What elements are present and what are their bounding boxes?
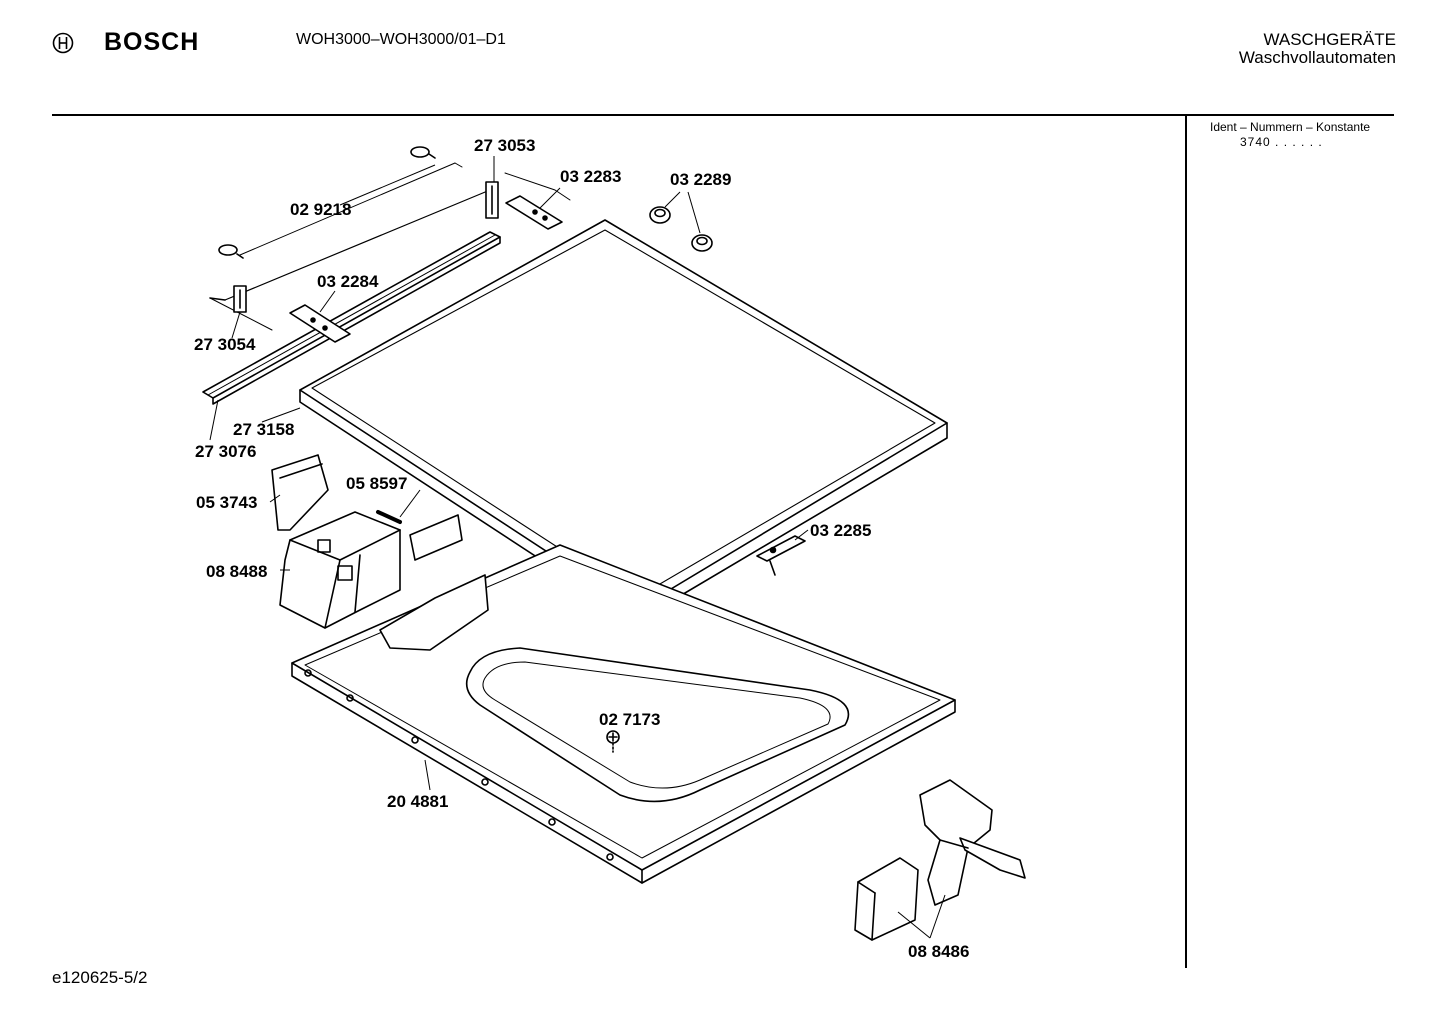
hinge-bracket-right <box>485 181 499 219</box>
hinge-plate-032283 <box>505 195 563 230</box>
drawer-cover-053743 <box>271 454 329 531</box>
part-label-273158: 27 3158 <box>233 420 294 439</box>
ident-value: 3740 . . . . . . <box>1240 135 1323 149</box>
bosch-logo-icon <box>52 32 74 54</box>
bumper-lower <box>691 234 713 252</box>
part-label-053743: 05 3743 <box>196 493 257 512</box>
hinge-rail <box>202 231 501 405</box>
bracket-032285 <box>756 535 806 576</box>
hinge-bracket-left <box>233 285 247 313</box>
part-label-204881: 20 4881 <box>387 792 448 811</box>
drawer-part-058597 <box>376 510 463 561</box>
detergent-box-088488 <box>279 511 401 629</box>
part-label-273054: 27 3054 <box>194 335 256 354</box>
brand-name: BOSCH <box>104 28 200 56</box>
part-label-273076: 27 3076 <box>195 442 256 461</box>
category-subtitle: Waschvollautomaten <box>1238 48 1396 67</box>
part-label-032289: 03 2289 <box>670 170 731 189</box>
model-number: WOH3000–WOH3000/01–D1 <box>296 31 506 48</box>
part-label-029218: 02 9218 <box>290 200 351 219</box>
category-title: WASCHGERÄTE <box>1263 30 1396 49</box>
leader-lines <box>209 156 946 939</box>
exploded-parts-diagram: 02 9218 27 3053 03 2283 03 2289 03 2284 … <box>194 136 1026 961</box>
part-label-032284: 03 2284 <box>317 272 379 291</box>
side-divider <box>1185 116 1187 968</box>
hinge-pin-rod <box>209 162 571 331</box>
screw-027173 <box>606 730 620 753</box>
screw-left <box>218 244 244 259</box>
part-label-088488: 08 8488 <box>206 562 267 581</box>
door-lock-088486 <box>854 779 1026 941</box>
part-label-058597: 05 8597 <box>346 474 407 493</box>
screw-top <box>410 146 436 159</box>
part-label-027173: 02 7173 <box>599 710 660 729</box>
hinge-plate-032284 <box>289 304 351 343</box>
base-frame-204881 <box>291 544 956 884</box>
part-label-273053: 27 3053 <box>474 136 535 155</box>
part-label-032283: 03 2283 <box>560 167 621 186</box>
ident-title: Ident – Nummern – Konstante <box>1210 120 1371 134</box>
bumper-upper <box>649 206 671 224</box>
part-label-032285: 03 2285 <box>810 521 871 540</box>
part-label-088486: 08 8486 <box>908 942 969 961</box>
document-code: e120625-5/2 <box>52 968 148 987</box>
header-divider <box>52 114 1394 116</box>
